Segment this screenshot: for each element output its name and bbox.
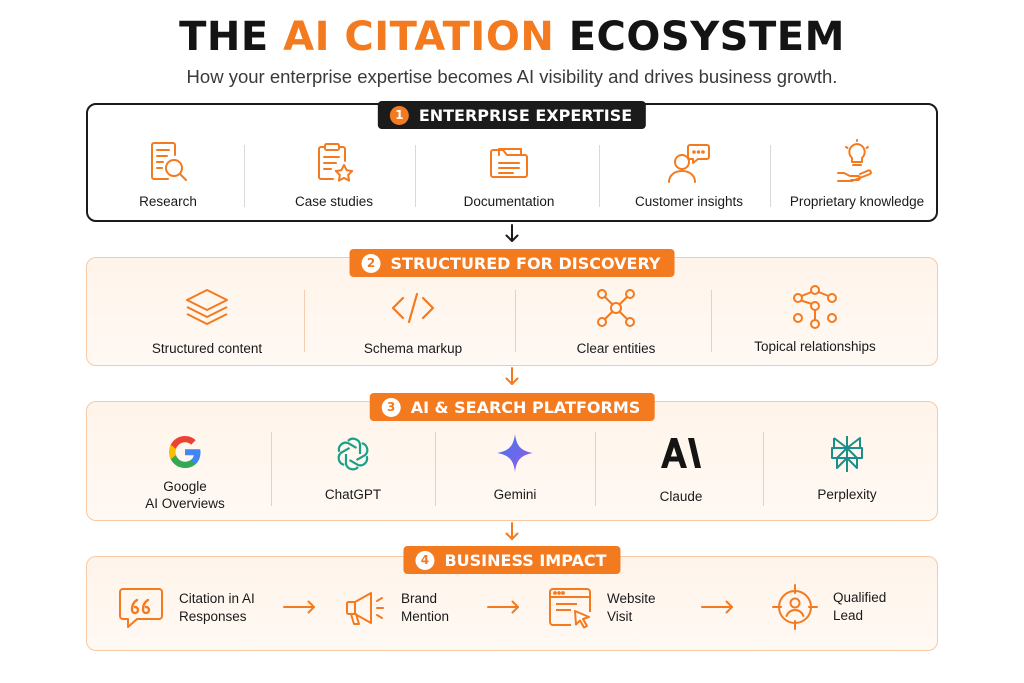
step-number: 1 <box>389 105 409 125</box>
item-label-line2: AI Overviews <box>145 496 225 511</box>
section-badge-3: 3 AI & SEARCH PLATFORMS <box>369 393 655 421</box>
hand-lightbulb-icon <box>834 139 880 185</box>
arrow-right-icon <box>701 600 735 614</box>
section-badge-2: 2 STRUCTURED FOR DISCOVERY <box>349 249 675 277</box>
item-label: Topical relationships <box>754 339 876 354</box>
item-schema-markup: Schema markup <box>333 288 493 357</box>
quote-bubble-icon <box>117 585 165 631</box>
section-title: BUSINESS IMPACT <box>444 550 607 570</box>
item-label: Claude <box>659 489 703 504</box>
item-documentation: Documentation <box>449 141 569 210</box>
browser-cursor-icon <box>547 585 593 631</box>
item-gemini: Gemini <box>455 432 575 503</box>
item-label: Structured content <box>151 341 263 356</box>
node-cluster-icon <box>790 284 840 330</box>
step-number: 2 <box>361 253 381 273</box>
item-case-studies: Case studies <box>279 139 389 210</box>
item-label: Proprietary knowledge <box>789 194 925 209</box>
item-claude: Claude <box>619 436 743 505</box>
target-person-icon <box>771 583 819 631</box>
google-logo-icon <box>167 434 203 470</box>
page-title: THE AI CITATION ECOSYSTEM <box>179 14 845 60</box>
folder-document-icon <box>487 141 531 185</box>
arrow-down-icon <box>505 224 519 244</box>
item-label-line1: Google <box>163 479 207 494</box>
arrow-down-icon <box>505 522 519 542</box>
gemini-sparkle-icon <box>495 432 535 474</box>
item-label: ChatGPT <box>324 487 382 502</box>
section-structured-for-discovery: Structured content Schema markup Clear e… <box>86 257 938 366</box>
item-label: Schema markup <box>363 341 463 356</box>
item-proprietary-knowledge: Proprietary knowledge <box>778 139 936 210</box>
section-badge-4: 4 BUSINESS IMPACT <box>403 546 621 574</box>
item-label: Clear entities <box>576 341 656 356</box>
page-subtitle: How your enterprise expertise becomes AI… <box>186 66 838 87</box>
layers-icon <box>183 286 231 330</box>
arrow-right-icon <box>283 600 317 614</box>
person-chat-icon <box>666 141 712 185</box>
chatgpt-logo-icon <box>333 434 373 474</box>
item-chatgpt: ChatGPT <box>293 434 413 503</box>
step-number: 3 <box>381 397 401 417</box>
item-label: Documentation <box>463 194 555 209</box>
item-clear-entities: Clear entities <box>536 286 696 357</box>
item-structured-content: Structured content <box>127 286 287 357</box>
item-topical-relationships: Topical relationships <box>727 284 903 355</box>
perplexity-logo-icon <box>829 434 865 474</box>
step-number: 4 <box>415 550 435 570</box>
code-brackets-icon <box>389 288 437 328</box>
clipboard-star-icon <box>311 139 357 185</box>
item-label: Customer insights <box>634 194 744 209</box>
item-research: Research <box>118 139 218 210</box>
item-label: Gemini <box>493 487 537 502</box>
item-label: Research <box>139 194 197 209</box>
item-label: Case studies <box>294 194 374 209</box>
item-google-ai-overviews: Google AI Overviews <box>117 434 253 512</box>
arrow-down-icon <box>505 367 519 387</box>
claude-logo-icon <box>661 436 701 470</box>
section-title: ENTERPRISE EXPERTISE <box>418 105 633 125</box>
megaphone-icon <box>343 585 387 631</box>
section-title: AI & SEARCH PLATFORMS <box>410 397 641 417</box>
hub-nodes-icon <box>593 286 639 330</box>
item-label: Perplexity <box>817 487 877 502</box>
research-document-magnifier-icon <box>145 139 191 185</box>
section-badge-1: 1 ENTERPRISE EXPERTISE <box>377 101 647 129</box>
item-perplexity: Perplexity <box>785 434 909 503</box>
section-ai-search-platforms: Google AI Overviews ChatGPT <box>86 401 938 521</box>
arrow-right-icon <box>487 600 521 614</box>
section-title: STRUCTURED FOR DISCOVERY <box>390 253 661 273</box>
item-customer-insights: Customer insights <box>622 141 756 210</box>
